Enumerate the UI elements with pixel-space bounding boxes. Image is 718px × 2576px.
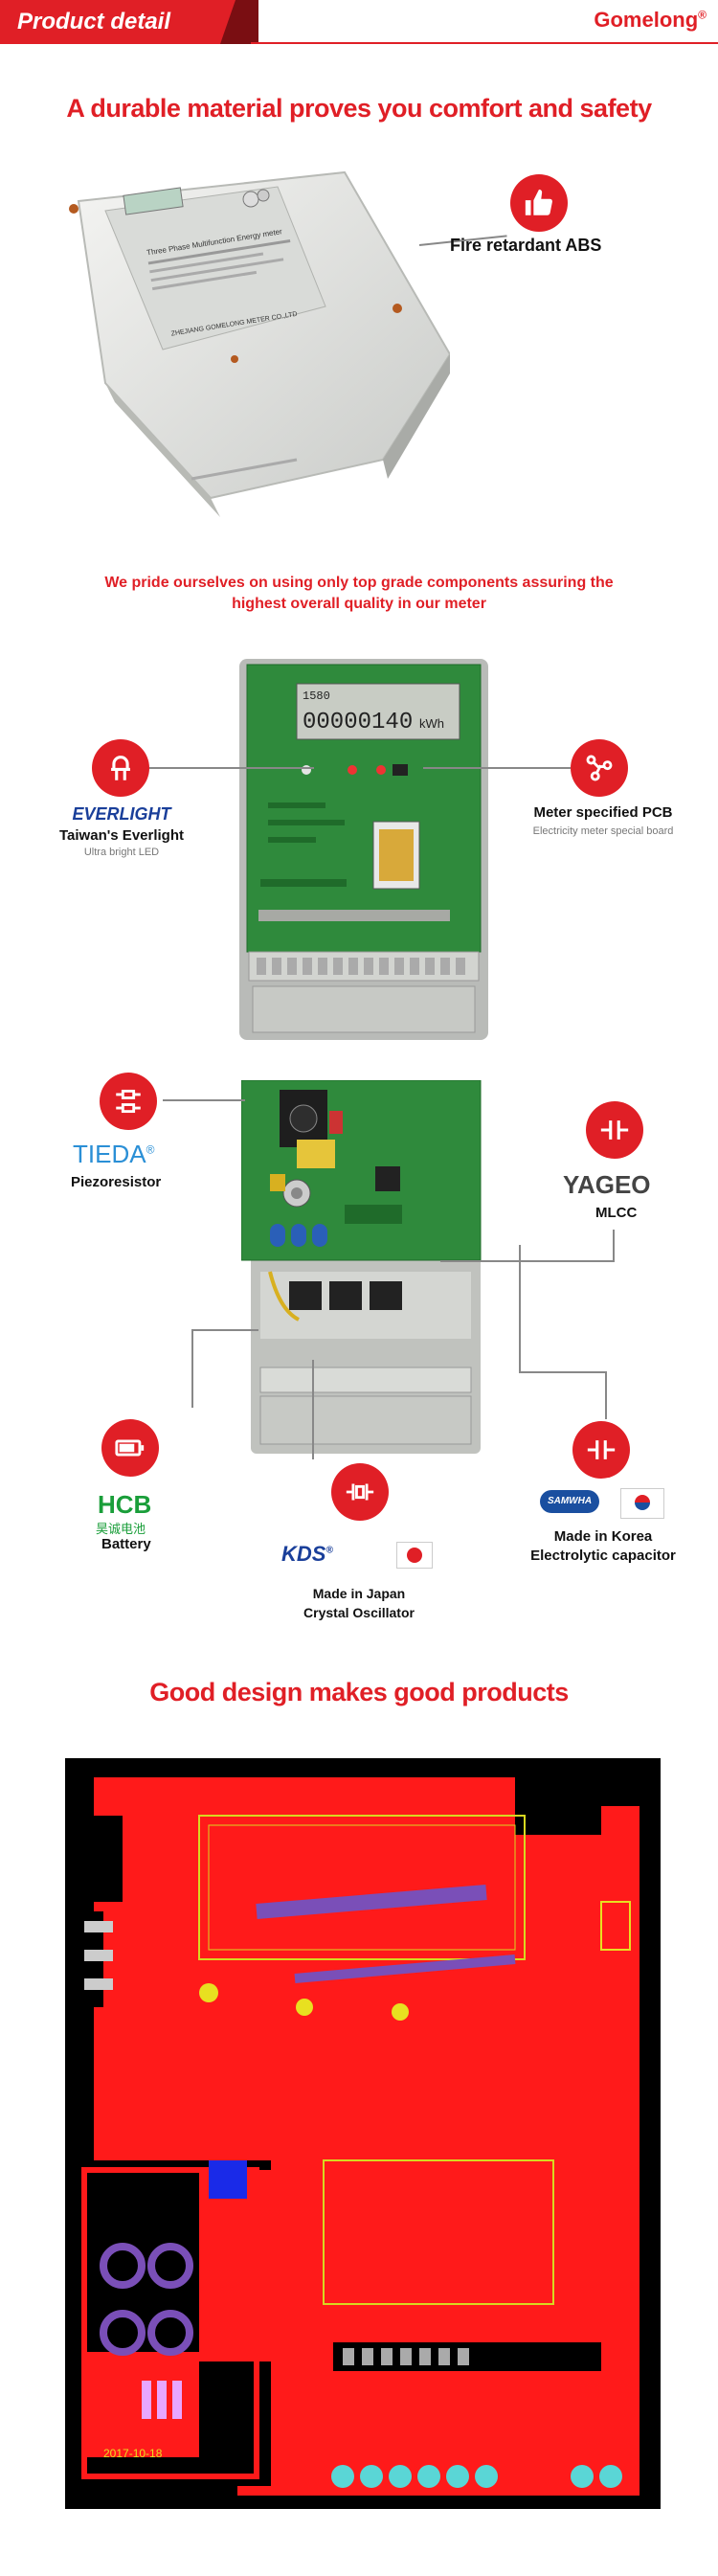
mlcc-label: MLCC xyxy=(595,1205,638,1221)
everlight-sub: Ultra bright LED xyxy=(83,847,160,858)
lcd-unit: kWh xyxy=(419,716,444,731)
connector-line xyxy=(605,1371,607,1419)
samwha-logo: SAMWHA xyxy=(540,1490,599,1513)
tieda-logo: TIEDA® xyxy=(73,1140,155,1168)
capacitor-icon xyxy=(586,1101,643,1159)
connector-line xyxy=(191,1329,258,1331)
connector-line xyxy=(163,1099,245,1101)
led-icon xyxy=(92,739,149,797)
connector-line xyxy=(149,767,314,769)
section2-headline: We pride ourselves on using only top gra… xyxy=(104,575,614,612)
energy-meter-image: Three Phase Multifunction Energy meter Z… xyxy=(67,144,452,517)
korea-label-origin: Made in Korea xyxy=(553,1528,653,1545)
crystal-oscillator-icon xyxy=(331,1463,389,1521)
pcb-circuit-icon xyxy=(571,739,628,797)
connector-line xyxy=(519,1245,521,1373)
page-title: Product detail xyxy=(17,9,171,34)
section4-headline: Good design makes good products xyxy=(149,1678,569,1706)
kds-label-type: Crystal Oscillator xyxy=(303,1605,415,1620)
connector-line xyxy=(312,1360,314,1459)
battery-icon xyxy=(101,1419,159,1477)
yageo-logo: YAGEO xyxy=(563,1170,651,1199)
component-pcb-image xyxy=(240,1079,490,1454)
brand-logo: Gomelong® xyxy=(594,8,707,32)
thumbs-up-icon xyxy=(510,174,568,232)
meter-pcb-image: 1580 00000140 kWh xyxy=(239,659,488,1040)
hcb-logo-cn: 昊诚电池 xyxy=(96,1522,146,1536)
header-divider xyxy=(251,42,718,44)
battery-label: Battery xyxy=(101,1536,151,1552)
pcb-layout-image: 2017-10-18 xyxy=(65,1758,661,2509)
kds-logo: KDS® xyxy=(281,1542,333,1566)
piezoresistor-label: Piezoresistor xyxy=(71,1174,162,1190)
lcd-energy-readout: 00000140 xyxy=(303,710,413,735)
connector-line xyxy=(519,1371,605,1373)
pcb-date-label: 2017-10-18 xyxy=(103,2447,163,2460)
lcd-top-readout: 1580 xyxy=(303,689,330,703)
resistor-icon xyxy=(100,1073,157,1130)
hcb-logo: HCB xyxy=(98,1490,152,1519)
everlight-logo: EVERLIGHT xyxy=(72,804,171,824)
everlight-label: Taiwan's Everlight xyxy=(59,827,184,844)
pcb-label: Meter specified PCB xyxy=(533,804,673,821)
connector-line xyxy=(440,1260,613,1262)
connector-line xyxy=(191,1329,193,1408)
section1-headline: A durable material proves you comfort an… xyxy=(66,94,652,123)
korea-label-type: Electrolytic capacitor xyxy=(530,1548,676,1564)
fire-retardant-label: Fire retardant ABS xyxy=(450,236,602,255)
japan-flag-icon xyxy=(396,1542,433,1569)
connector-line xyxy=(423,767,571,769)
korea-flag-icon xyxy=(620,1488,664,1519)
connector-line xyxy=(613,1230,615,1262)
electrolytic-capacitor-icon xyxy=(572,1421,630,1479)
pcb-sub: Electricity meter special board xyxy=(532,825,674,837)
kds-label-origin: Made in Japan xyxy=(312,1586,406,1601)
header-tab xyxy=(0,0,251,44)
